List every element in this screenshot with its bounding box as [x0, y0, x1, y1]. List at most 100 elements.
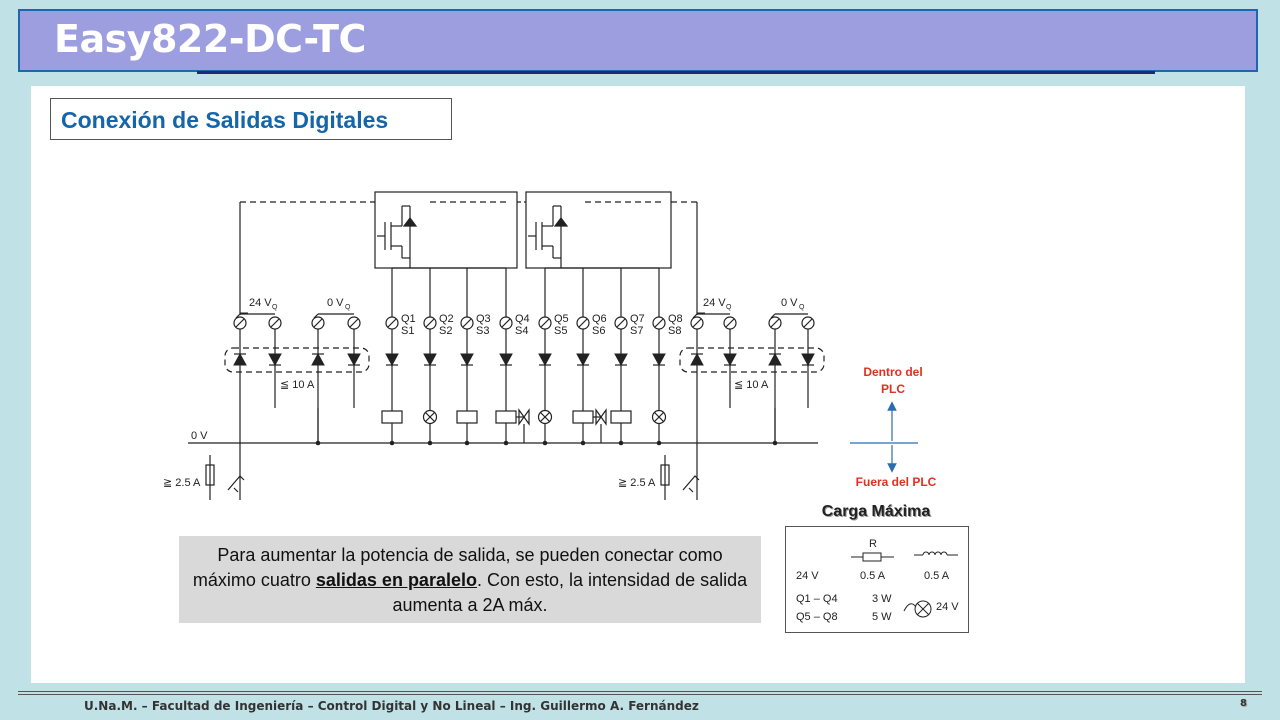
relay-coil-1	[381, 410, 403, 424]
supply-subscript-2: Q	[345, 304, 351, 311]
controller-box-2	[525, 191, 672, 269]
range-q1-q4: Q1 – Q4	[796, 593, 838, 605]
output-label-q1: Q1	[401, 313, 416, 325]
supply-pos-label-left: 24 V	[249, 297, 272, 309]
output-label-s5: S5	[554, 325, 567, 337]
output-label-q5: Q5	[554, 313, 569, 325]
junction-dot	[315, 440, 321, 446]
fuse-label-left: ≧ 2.5 A	[163, 477, 201, 489]
junction-dot	[389, 440, 395, 446]
output-diode-1	[385, 353, 399, 367]
section-subtitle: Conexión de Salidas Digitales	[61, 107, 389, 133]
supply-subscript-4: Q	[799, 304, 805, 311]
supply-pos-label-right: 24 V	[703, 297, 726, 309]
supply-diode-left-1	[233, 352, 247, 366]
relay-coil-7	[610, 410, 632, 424]
title-bar: Easy822-DC-TC	[18, 9, 1258, 72]
max-load-symbols	[851, 551, 958, 618]
output-label-q8: Q8	[668, 313, 683, 325]
output-diode-8	[652, 353, 666, 367]
mosfet-2	[528, 205, 569, 259]
output-diode-2	[423, 353, 437, 367]
supply-group-right	[679, 347, 825, 373]
resistor-label: R	[869, 538, 877, 550]
output-diode-3	[460, 353, 474, 367]
note-emphasis: salidas en paralelo	[315, 570, 477, 590]
supply-diode-right-3	[768, 352, 782, 366]
supply-subscript-1: Q	[272, 304, 278, 311]
output-label-s2: S2	[439, 325, 452, 337]
output-diode-7	[614, 353, 628, 367]
junction-dot	[618, 440, 624, 446]
inductor-icon	[914, 551, 958, 556]
output-diode-6	[576, 353, 590, 367]
output-label-q7: Q7	[630, 313, 645, 325]
relay-coil-3	[456, 410, 478, 424]
supply-neg-label-right: 0 V	[781, 297, 798, 309]
relay-coil-4	[495, 410, 517, 424]
relay-coil-6	[572, 410, 594, 424]
lamp-voltage: 24 V	[936, 601, 959, 613]
output-diode-4	[499, 353, 513, 367]
junction-dot	[464, 440, 470, 446]
supply-group-left	[224, 347, 370, 373]
supply-subscript-3: Q	[726, 304, 732, 311]
mosfet-1	[377, 205, 418, 259]
zero-bus-label: 0 V	[191, 430, 208, 442]
controller-box-1	[374, 191, 518, 269]
output-label-s3: S3	[476, 325, 489, 337]
junction-dot	[772, 440, 778, 446]
output-label-q4: Q4	[515, 313, 530, 325]
subtitle-box: Conexión de Salidas Digitales	[50, 98, 452, 140]
range-q5-q8: Q5 – Q8	[796, 611, 838, 623]
parallel-outputs-note: Para aumentar la potencia de salida, se …	[179, 536, 761, 623]
output-label-s8: S8	[668, 325, 681, 337]
resistive-current: 0.5 A	[860, 570, 886, 582]
junction-dot	[542, 440, 548, 446]
output-label-s6: S6	[592, 325, 605, 337]
junction-dot	[656, 440, 662, 446]
current-limit-right: ≦ 10 A	[734, 379, 769, 391]
switch-icon	[682, 475, 700, 491]
inductive-current: 0.5 A	[924, 570, 950, 582]
lamp-icon	[903, 600, 932, 618]
output-label-q3: Q3	[476, 313, 491, 325]
footer-credits: U.Na.M. – Facultad de Ingeniería – Contr…	[84, 699, 699, 713]
supply-diode-right-2	[723, 353, 737, 367]
current-limit-left: ≦ 10 A	[280, 379, 315, 391]
junction-dot	[427, 440, 433, 446]
note-text-after: . Con esto, la intensidad de salida aume…	[392, 570, 748, 615]
note-text-before: Para aumentar la potencia de salida, se …	[192, 545, 723, 590]
plc-boundary-legend	[850, 401, 918, 473]
supply-diode-left-3	[311, 352, 325, 366]
max-load-table: R 24 V 0.5 A 0.5 A Q1 – Q4 Q5 – Q8 3 W 5…	[785, 526, 969, 633]
junction-dot	[503, 440, 509, 446]
inside-plc-label: Dentro del PLC	[863, 365, 923, 396]
slide-title: Easy822-DC-TC	[54, 17, 366, 61]
output-label-q6: Q6	[592, 313, 607, 325]
supply-diode-right-1	[690, 352, 704, 366]
junction-dot	[580, 440, 586, 446]
page-number: 8	[1240, 698, 1247, 709]
max-load-title: Carga Máxima	[821, 503, 931, 520]
output-label-s7: S7	[630, 325, 643, 337]
footer-rule-bottom	[18, 694, 1262, 695]
output-label-s4: S4	[515, 325, 528, 337]
supply-diode-left-4	[347, 353, 361, 367]
footer-rule-top	[18, 691, 1262, 692]
supply-neg-label-left: 0 V	[327, 297, 344, 309]
resistor-icon	[862, 552, 882, 562]
supply-diode-right-4	[801, 353, 815, 367]
supply-diode-left-2	[268, 353, 282, 367]
supply-voltage-label: 24 V	[796, 570, 819, 582]
title-underline	[197, 71, 1155, 74]
switch-icon	[227, 475, 245, 491]
outside-plc-label: Fuera del PLC	[855, 475, 937, 489]
lamp-power-1: 3 W	[872, 593, 892, 605]
output-label-q2: Q2	[439, 313, 454, 325]
fuse-label-right: ≧ 2.5 A	[618, 477, 656, 489]
output-label-s1: S1	[401, 325, 414, 337]
output-diode-5	[538, 353, 552, 367]
lamp-power-2: 5 W	[872, 611, 892, 623]
